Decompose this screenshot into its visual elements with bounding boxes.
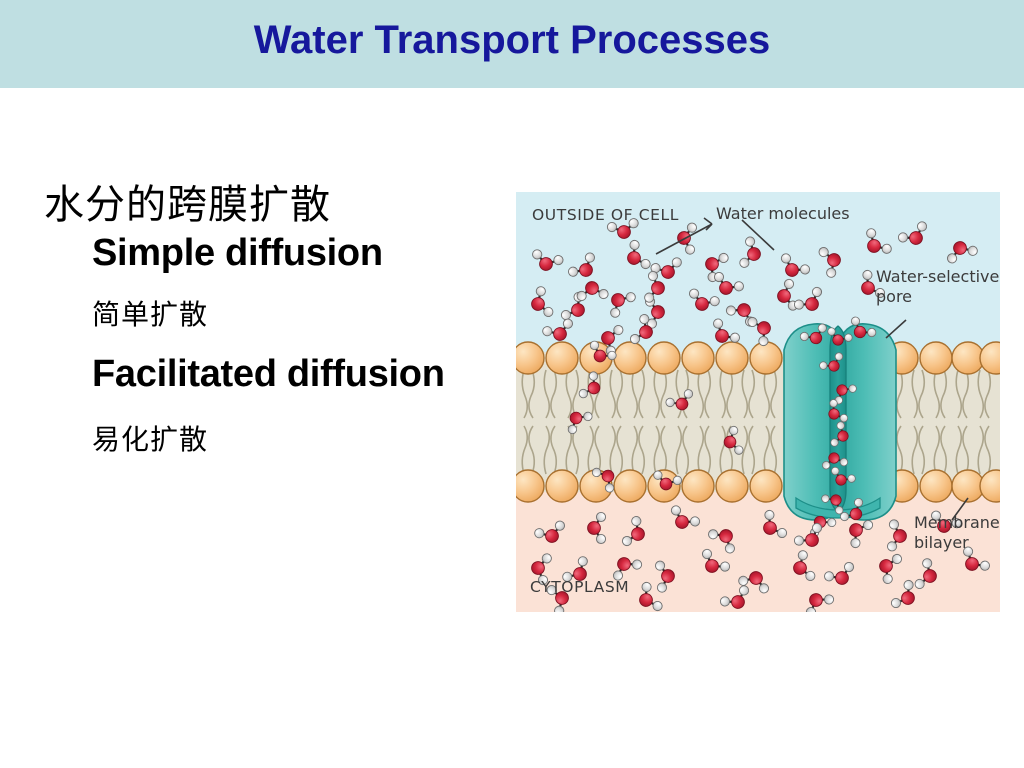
bullet-facilitated-diffusion-cn: 易化扩散 [92, 423, 209, 456]
bullet-simple-diffusion-en: Simple diffusion [92, 232, 383, 274]
bullet-simple-diffusion-cn: 简单扩散 [92, 298, 209, 331]
water-selective-pore-protein [783, 323, 897, 521]
lipid-heads-lower [516, 469, 1000, 503]
leader-bilayer [951, 497, 969, 521]
membrane-diagram-figure: OUTSIDE OF CELL Water molecules Water-se… [516, 192, 1000, 612]
page-title: Water Transport Processes [253, 18, 771, 62]
label-leader-lines [655, 217, 969, 521]
leader-pore [885, 319, 907, 339]
lipid-heads-upper [516, 341, 1000, 375]
label-water-selective-pore-line2: pore [876, 287, 912, 306]
lipid-tails-lower [521, 425, 992, 475]
leader-water-molecules-left [655, 223, 713, 255]
leader-arrow-2 [705, 223, 713, 231]
title-banner: Water Transport Processes [0, 0, 1024, 88]
label-water-molecules: Water molecules [716, 204, 850, 223]
bullet-list: 水分的跨膜扩散 Simple diffusion 简单扩散 Facilitate… [0, 88, 530, 648]
bullet-facilitated-diffusion-en: Facilitated diffusion [92, 353, 445, 395]
label-membrane-bilayer-line1: Membrane [914, 513, 1000, 532]
leader-water-molecules-right [741, 219, 775, 251]
heading-chinese: 水分的跨膜扩散 [44, 182, 331, 228]
membrane-diagram-svg: OUTSIDE OF CELL Water molecules Water-se… [516, 192, 1000, 612]
label-outside-of-cell: OUTSIDE OF CELL [532, 206, 679, 224]
label-membrane-bilayer-line2: bilayer [914, 533, 969, 552]
cytoplasm-region [516, 492, 1000, 612]
label-water-selective-pore-line1: Water-selective [876, 267, 999, 286]
leader-arrow-1 [703, 217, 713, 225]
label-cytoplasm: CYTOPLASM [530, 578, 629, 596]
